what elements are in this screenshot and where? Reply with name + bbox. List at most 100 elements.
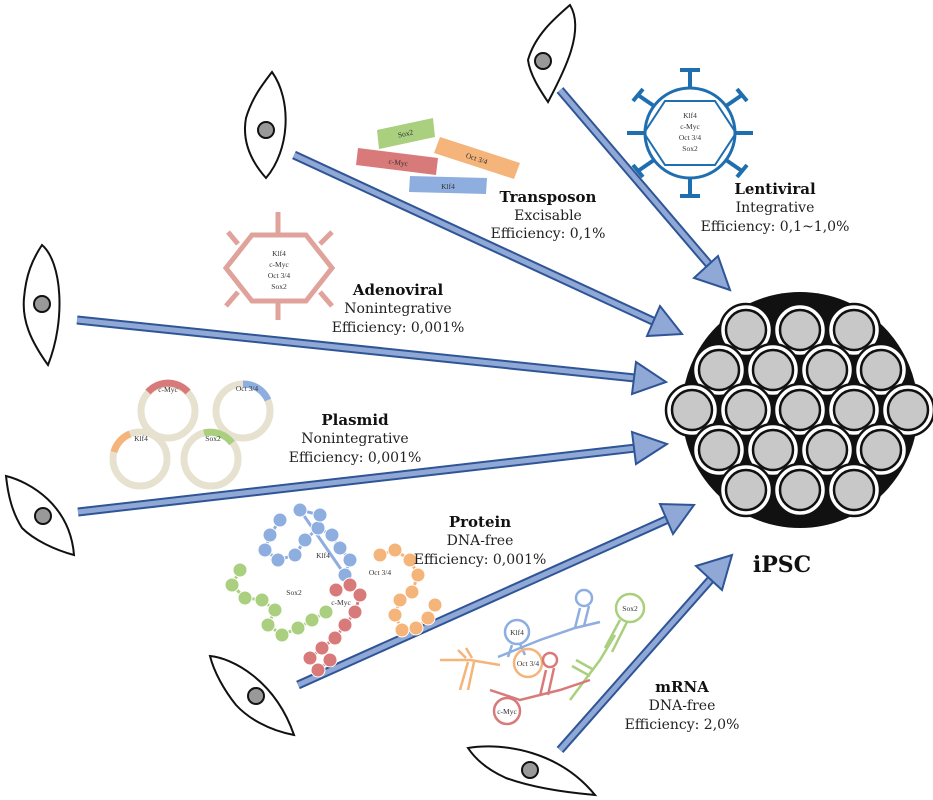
- protein-factor-labels: Klf4 Oct 3/4 Sox2 c-Myc: [286, 551, 391, 607]
- protein-cmyc-chain-bead: [322, 652, 338, 668]
- arrow-mrna: [556, 553, 734, 753]
- protein-cmyc-chain-bead: [352, 587, 368, 603]
- fibroblast-cell-adenoviral: [22, 243, 61, 368]
- protein-sox2-chain-link: [230, 569, 327, 637]
- lentiviral-title: Lentiviral: [734, 180, 816, 198]
- colony-cell-nucleus: [805, 428, 849, 472]
- lentiviral-klf4-label: Klf4: [683, 111, 697, 120]
- protein-klf4-chain-bead: [272, 512, 288, 528]
- protein-sox2-chain-bead: [232, 562, 248, 578]
- protein-cmyc-chain-bead: [327, 630, 343, 646]
- transposon-sox2-label: Sox2: [397, 127, 414, 139]
- plasmid-sox2-label: Sox2: [205, 434, 221, 443]
- protein-cmyc-chain-bead: [328, 582, 344, 598]
- colony-cell-nucleus: [778, 388, 822, 432]
- protein-sox2-chain-bead: [304, 612, 320, 628]
- adenoviral-cmyc-label: c-Myc: [269, 260, 289, 269]
- fibroblast-cells: [4, 3, 598, 797]
- transposon-type: Excisable: [514, 208, 582, 224]
- lentiviral-type: Integrative: [736, 200, 815, 216]
- protein-oct34-chain-bead: [408, 620, 424, 636]
- colony-cell-nucleus: [697, 348, 741, 392]
- protein-oct34-label: Oct 3/4: [369, 568, 392, 577]
- arrow-lentiviral: [556, 87, 732, 292]
- colony-cell-nucleus: [778, 308, 822, 352]
- protein-cmyc-chain-bead: [310, 662, 326, 678]
- protein-title: Protein: [449, 513, 511, 531]
- adenoviral-sox2-label: Sox2: [271, 282, 287, 291]
- protein-sox2-chain-bead: [318, 604, 334, 620]
- transposon-cmyc-bar: [356, 148, 438, 175]
- plasmid-title: Plasmid: [321, 411, 389, 429]
- mrna-efficiency: Efficiency: 2,0%: [625, 717, 740, 733]
- method-label-plasmid: Plasmid Nonintegrative Efficiency: 0,001…: [289, 411, 422, 466]
- protein-cmyc-chain-bead: [342, 577, 358, 593]
- transposon-oct34-bar: [434, 137, 520, 179]
- protein-klf4-chain-bead: [342, 552, 358, 568]
- colony-cell-nucleus: [697, 428, 741, 472]
- protein-klf4-chain-bead: [310, 520, 326, 536]
- protein-cmyc-chain-bead: [314, 640, 330, 656]
- plasmid-type: Nonintegrative: [301, 431, 408, 447]
- colony-cell-nucleus: [859, 428, 903, 472]
- mrna-title: mRNA: [655, 678, 709, 696]
- plasmid-cmyc-label: c-Myc: [158, 385, 178, 394]
- colony-cell-nucleus: [751, 428, 795, 472]
- protein-klf4-chain-bead: [297, 532, 313, 548]
- lentiviral-factor-labels: Klf4 c-Myc Oct 3/4 Sox2: [679, 111, 702, 153]
- plasmid-efficiency: Efficiency: 0,001%: [289, 450, 422, 466]
- fibroblast-cell-plasmid: [4, 474, 76, 557]
- protein-klf4-chain-bead: [292, 502, 308, 518]
- protein-oct34-chain-bead: [420, 610, 436, 626]
- adenoviral-title: Adenoviral: [352, 281, 444, 299]
- method-label-lentiviral: Lentiviral Integrative Efficiency: 0,1~1…: [701, 180, 850, 235]
- protein-oct34-chain-bead: [392, 592, 408, 608]
- fibroblast-cell-transposon: [244, 70, 287, 180]
- mrna-klf4-label: Klf4: [510, 628, 524, 637]
- ipsc-colony: [664, 292, 933, 528]
- transposon-efficiency: Efficiency: 0,1%: [491, 226, 606, 242]
- protein-oct34-chain-bead: [410, 567, 426, 583]
- protein-oct34-chain-bead: [372, 547, 388, 563]
- protein-klf4-label: Klf4: [316, 551, 330, 560]
- protein-efficiency: Efficiency: 0,001%: [414, 552, 547, 568]
- arrow-adenoviral: [76, 315, 669, 396]
- mrna-oct34-strand: [440, 647, 544, 691]
- mrna-cmyc-strand: [489, 651, 591, 726]
- adenoviral-oct34-label: Oct 3/4: [268, 271, 291, 280]
- protein-sox2-chain-bead: [224, 577, 240, 593]
- protein-sox2-chain-bead: [237, 590, 253, 606]
- adenoviral-particle-graphic: [222, 212, 336, 320]
- method-label-protein: Protein DNA-free Efficiency: 0,001%: [414, 513, 547, 568]
- mrna-sox2-strand: [569, 592, 646, 701]
- arrow-plasmid: [77, 430, 670, 517]
- colony-cell-nucleus: [832, 468, 876, 512]
- mrna-factor-labels: Klf4 Sox2 Oct 3/4 c-Myc: [497, 604, 638, 716]
- protein-sox2-chain-bead: [260, 617, 276, 633]
- colony-cell-nucleus: [724, 308, 768, 352]
- method-label-transposon: Transposon Excisable Efficiency: 0,1%: [491, 188, 606, 242]
- protein-sox2-chain-bead: [274, 627, 290, 643]
- arrow-transposon: [292, 150, 684, 338]
- adenoviral-efficiency: Efficiency: 0,001%: [332, 320, 465, 336]
- colony-cell-nucleus: [886, 388, 930, 432]
- plasmid-oct34-label: Oct 3/4: [236, 384, 259, 393]
- adenoviral-factor-labels: Klf4 c-Myc Oct 3/4 Sox2: [268, 249, 291, 291]
- transposon-sox2-bar: [377, 118, 435, 149]
- protein-sox2-chain-bead: [254, 592, 270, 608]
- transposon-cmyc-label: c-Myc: [388, 157, 409, 168]
- arrows: [76, 87, 734, 753]
- transposon-klf4-bar: [409, 176, 487, 194]
- protein-klf4-chain-bead: [312, 507, 328, 523]
- colony-cell-nucleus: [670, 388, 714, 432]
- fibroblast-cell-lentiviral: [526, 3, 577, 104]
- mrna-sox2-label: Sox2: [622, 604, 638, 613]
- method-label-mrna: mRNA DNA-free Efficiency: 2,0%: [625, 678, 740, 733]
- protein-cmyc-label: c-Myc: [331, 598, 351, 607]
- protein-oct34-chain-bead: [394, 622, 410, 638]
- protein-oct34-chain-bead: [387, 607, 403, 623]
- ipsc-label: iPSC: [753, 552, 811, 578]
- colony-cell-nucleus: [805, 348, 849, 392]
